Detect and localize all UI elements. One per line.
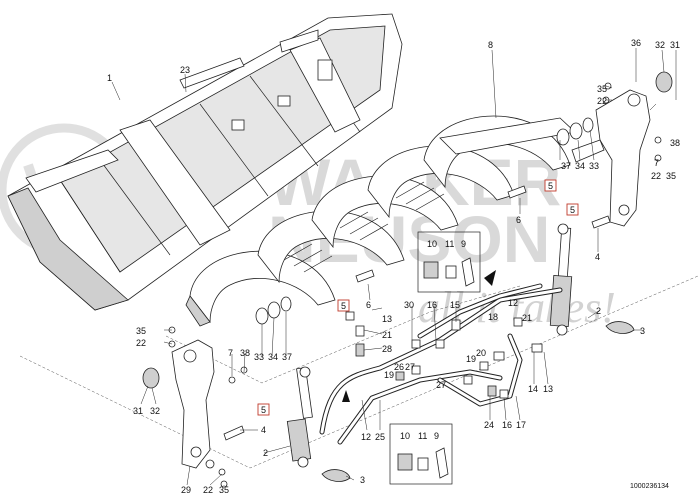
callout-1: 1 <box>107 73 112 83</box>
callout-35: 35 <box>136 326 146 336</box>
callout-22: 22 <box>651 171 661 181</box>
callout-31: 31 <box>670 40 680 50</box>
callout-35: 35 <box>666 171 676 181</box>
callout-8: 8 <box>488 40 493 50</box>
boxed-callouts: 5 5 5 5 <box>257 179 579 416</box>
callout-37: 37 <box>282 352 292 362</box>
callout-2: 2 <box>263 448 268 458</box>
callout-10: 10 <box>400 431 410 441</box>
callout-33: 33 <box>254 352 264 362</box>
callout-16: 16 <box>502 420 512 430</box>
callout-38: 38 <box>240 348 250 358</box>
callout-28: 28 <box>382 344 392 354</box>
callout-15: 15 <box>450 300 460 310</box>
callout-37: 37 <box>561 161 571 171</box>
assembly-boundary-line <box>19 275 699 469</box>
left-cylinder <box>286 366 313 468</box>
end-cap-icon <box>655 71 673 93</box>
callout-6: 6 <box>366 300 371 310</box>
callout-32: 32 <box>655 40 665 50</box>
right-bracket-part <box>571 89 651 227</box>
callout-5-boxed: 5 <box>341 301 346 311</box>
callout-19: 19 <box>384 370 394 380</box>
flow-arrow-icon <box>342 390 350 402</box>
callout-13: 13 <box>382 314 392 324</box>
callout-11: 11 <box>418 431 427 441</box>
callout-7: 7 <box>654 158 659 168</box>
valve-kit-top <box>417 231 481 293</box>
right-cylinder <box>549 223 573 336</box>
callout-12: 12 <box>508 298 518 308</box>
callout-27: 27 <box>436 380 446 390</box>
callout-14: 14 <box>528 384 538 394</box>
callout-3: 3 <box>640 326 645 336</box>
callout-32: 32 <box>150 406 160 416</box>
fasteners <box>168 82 662 488</box>
hose-fittings <box>345 311 543 399</box>
callout-35: 35 <box>597 84 607 94</box>
callout-16: 16 <box>427 300 437 310</box>
clamp-left-icon <box>321 469 351 482</box>
flow-arrow-icon <box>484 270 496 286</box>
callout-4: 4 <box>595 252 600 262</box>
callout-22: 22 <box>136 338 146 348</box>
callout-27: 27 <box>405 362 415 372</box>
leader-lines <box>111 48 677 486</box>
callout-17: 17 <box>516 420 526 430</box>
document-number: 1000236134 <box>630 483 669 490</box>
left-end-cap-icon <box>142 367 160 389</box>
callout-4: 4 <box>261 425 266 435</box>
callout-2: 2 <box>596 306 601 316</box>
valve-kit-bottom <box>389 423 453 485</box>
callout-3: 3 <box>360 475 365 485</box>
callout-34: 34 <box>575 161 585 171</box>
callout-7: 7 <box>228 348 233 358</box>
callout-31: 31 <box>133 406 143 416</box>
callout-13: 13 <box>543 384 553 394</box>
callout-20: 20 <box>476 348 486 358</box>
hydraulic-hoses <box>319 283 563 445</box>
callout-26: 26 <box>394 362 404 372</box>
callout-10: 10 <box>427 239 437 249</box>
bucket-part <box>7 13 403 311</box>
assembly-axis-line <box>165 285 521 384</box>
callout-5-boxed: 5 <box>261 405 266 415</box>
grapple-tine-set <box>185 115 576 327</box>
callout-21: 21 <box>382 330 392 340</box>
callout-36: 36 <box>631 38 641 48</box>
callout-labels: 1 23 8 36 32 31 35 22 7 38 22 35 37 34 3… <box>107 38 680 494</box>
bucket-grab-handle <box>25 149 119 193</box>
callout-33: 33 <box>589 161 599 171</box>
callout-35: 35 <box>219 485 229 494</box>
callout-5-boxed: 5 <box>548 181 553 191</box>
callout-25: 25 <box>375 432 385 442</box>
left-bracket-part <box>142 339 215 469</box>
callout-19: 19 <box>466 354 476 364</box>
pins <box>223 185 611 441</box>
callout-9: 9 <box>461 239 466 249</box>
callout-6: 6 <box>516 215 521 225</box>
callout-24: 24 <box>484 420 494 430</box>
right-bushings <box>556 71 673 146</box>
left-bushings <box>255 296 292 325</box>
callout-30: 30 <box>404 300 414 310</box>
callout-29: 29 <box>181 485 191 494</box>
callout-23: 23 <box>180 65 190 75</box>
callout-22: 22 <box>597 96 607 106</box>
callout-38: 38 <box>670 138 680 148</box>
callout-5-boxed: 5 <box>570 205 575 215</box>
callout-11: 11 <box>445 239 454 249</box>
callout-12: 12 <box>361 432 371 442</box>
callout-9: 9 <box>434 431 439 441</box>
callout-22: 22 <box>203 485 213 494</box>
callout-18: 18 <box>488 312 498 322</box>
callout-21: 21 <box>522 313 532 323</box>
callout-34: 34 <box>268 352 278 362</box>
